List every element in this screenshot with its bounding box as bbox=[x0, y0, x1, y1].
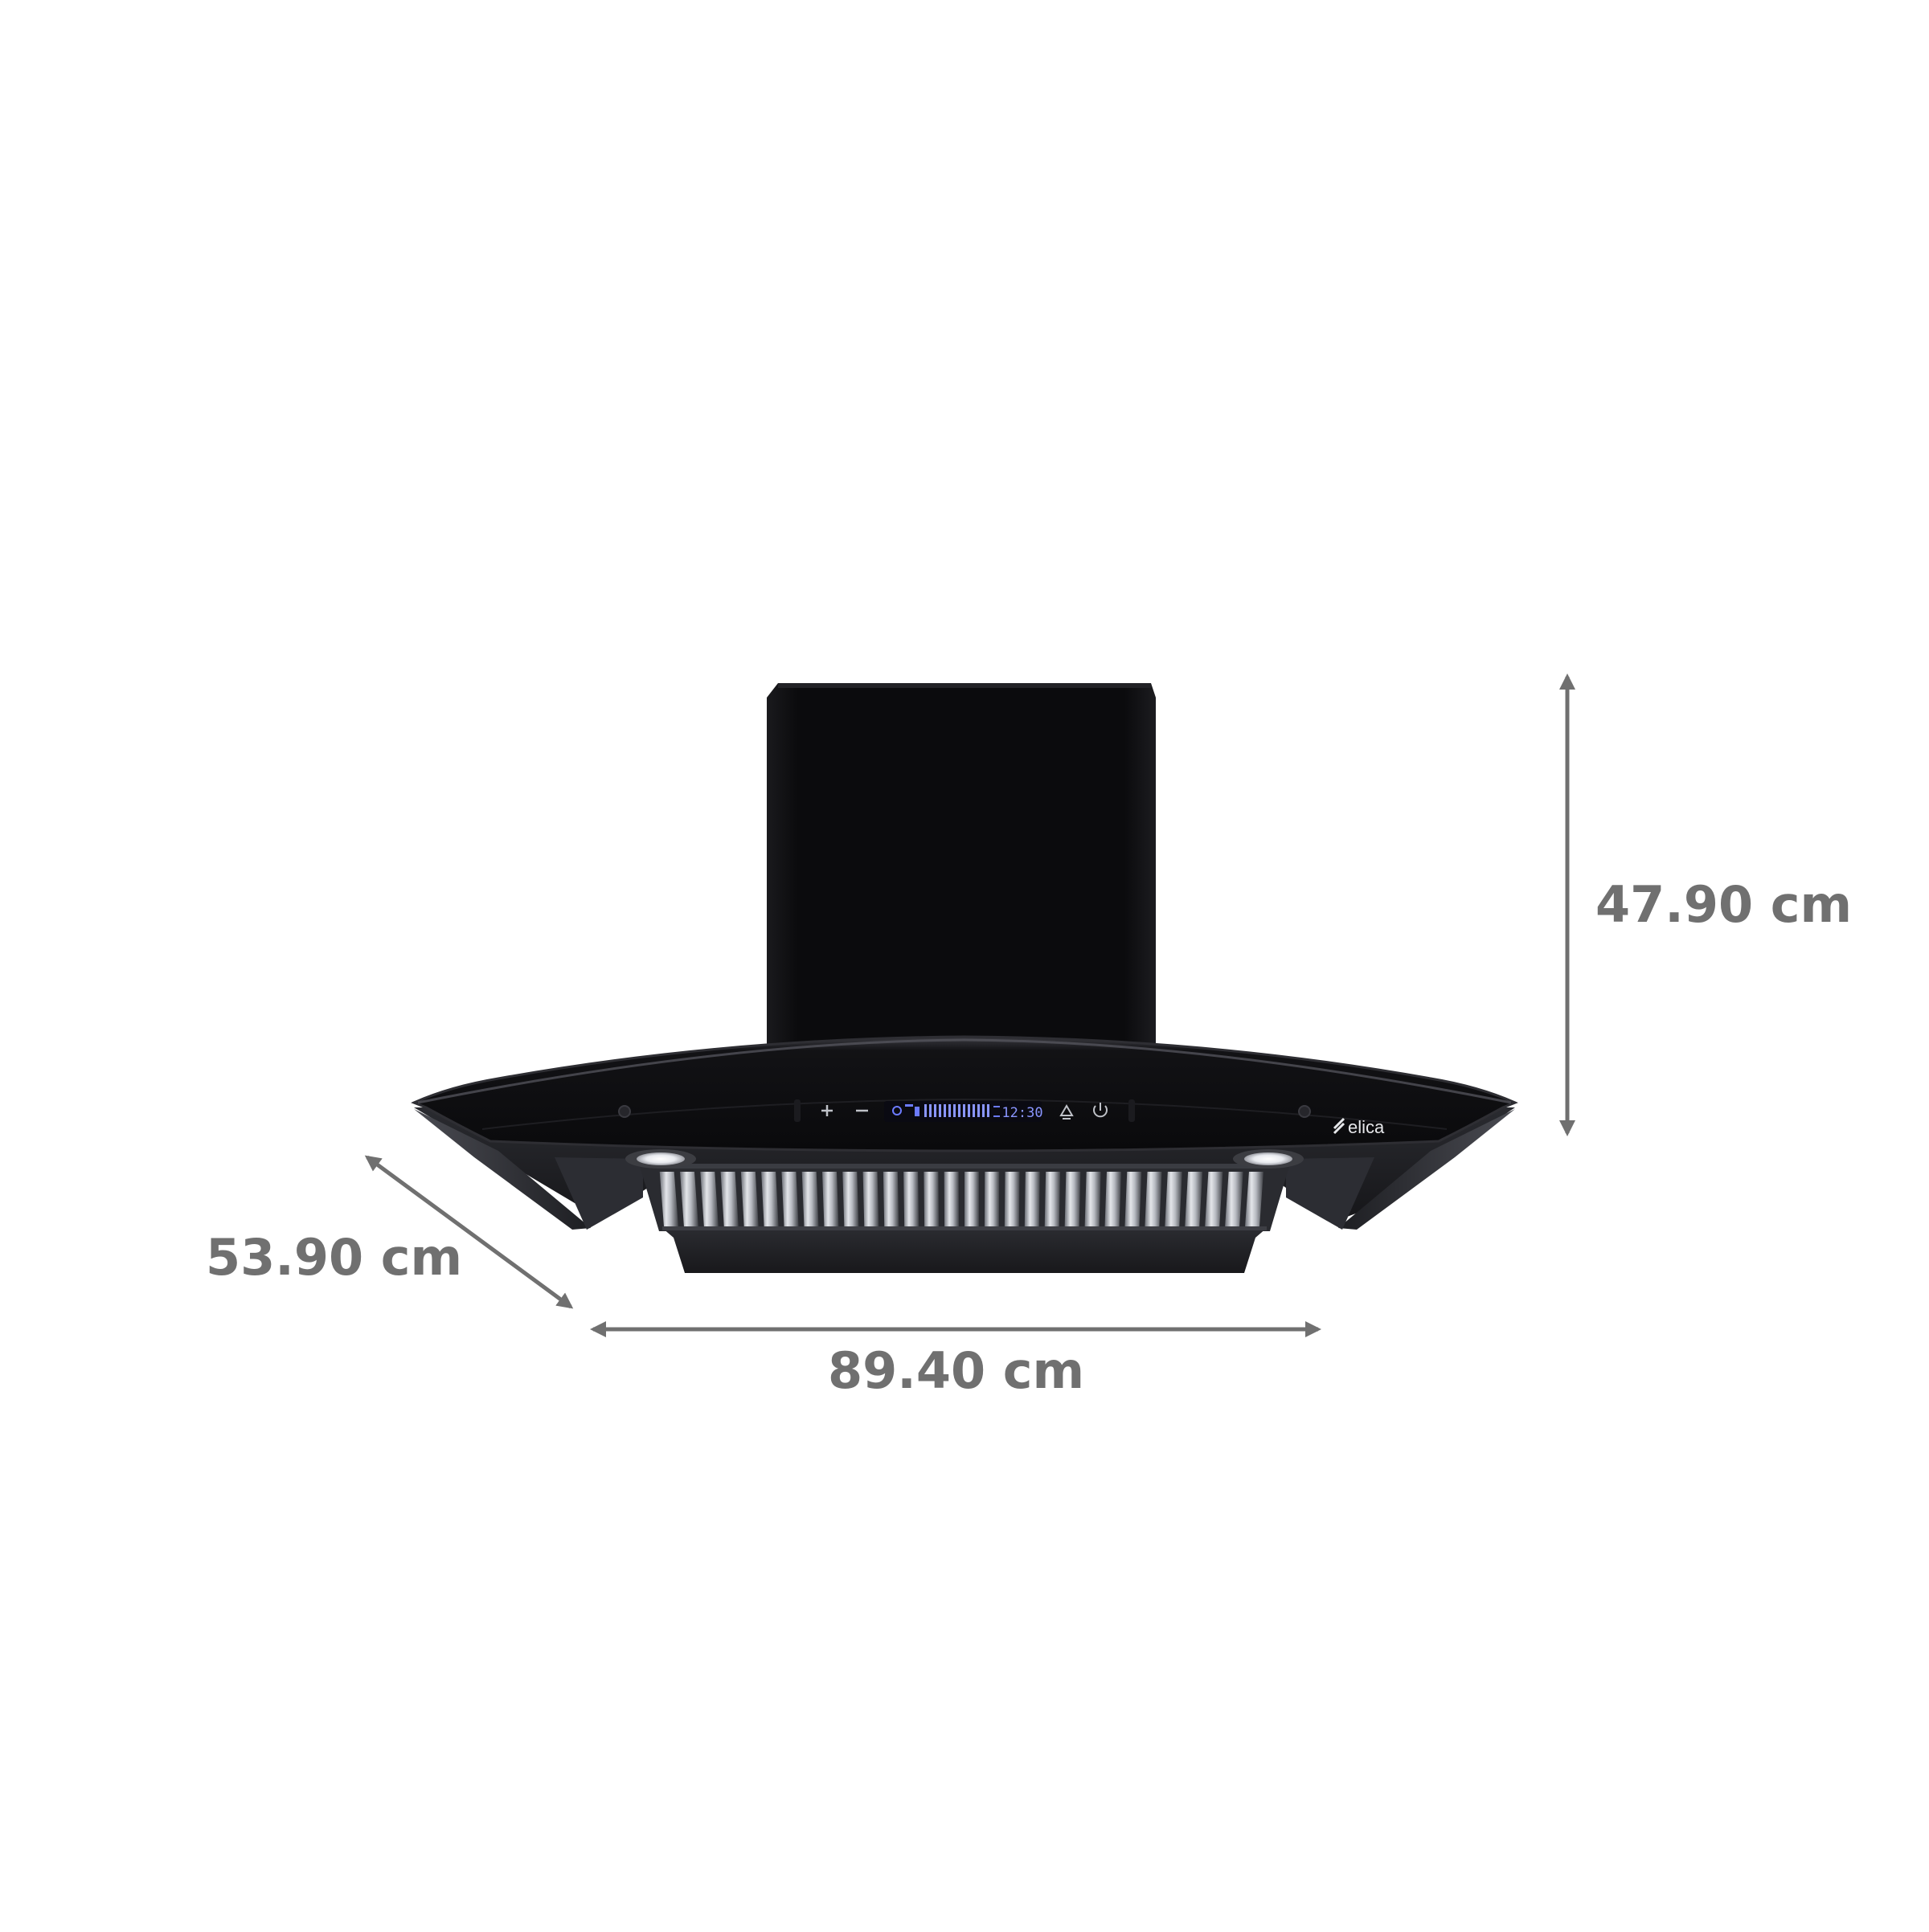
baffle-fin bbox=[842, 1172, 859, 1226]
baffle-fin bbox=[1004, 1172, 1020, 1226]
baffle-fin bbox=[659, 1172, 678, 1226]
display-time: 12:30 bbox=[1001, 1105, 1042, 1121]
baffle-fin bbox=[1205, 1172, 1223, 1226]
baffle-fin bbox=[680, 1172, 698, 1226]
width-label: 89.40 cm bbox=[828, 1341, 1085, 1400]
left-lamp bbox=[625, 1149, 696, 1169]
right-lamp bbox=[1233, 1149, 1304, 1169]
baffle-fin bbox=[964, 1172, 979, 1226]
baffle-fin bbox=[1064, 1172, 1081, 1226]
baffle-fin bbox=[1245, 1172, 1263, 1226]
baffle-fin bbox=[1225, 1172, 1243, 1226]
fan-icon bbox=[892, 1106, 902, 1115]
baffle-fin bbox=[720, 1172, 739, 1226]
baffle-fin bbox=[1084, 1172, 1101, 1226]
depth-arrow bbox=[364, 1155, 574, 1309]
baffle-filter bbox=[639, 1164, 1290, 1231]
lcd-display: 12:30 bbox=[884, 1101, 1043, 1122]
light-icon bbox=[1059, 1104, 1074, 1119]
baffle-fin bbox=[903, 1172, 919, 1226]
plus-icon bbox=[821, 1105, 833, 1116]
baffle-fins bbox=[659, 1172, 1263, 1226]
baffle-fin bbox=[781, 1172, 799, 1226]
brand-logo-text: elica bbox=[1348, 1117, 1385, 1137]
baffle-fin bbox=[761, 1172, 779, 1226]
baffle-fin bbox=[700, 1172, 719, 1226]
dimension-arrows bbox=[364, 673, 1575, 1337]
speed-bar-meter bbox=[924, 1104, 989, 1117]
baffle-fin bbox=[801, 1172, 819, 1226]
elica-logo: elica bbox=[1333, 1117, 1385, 1137]
curved-glass-panel bbox=[411, 1035, 1518, 1152]
brand-mark-icon bbox=[1333, 1117, 1345, 1135]
baffle-fin bbox=[924, 1172, 940, 1226]
baffle-fin bbox=[1145, 1172, 1162, 1226]
baffle-fin bbox=[862, 1172, 879, 1226]
control-panel: 12:30 elica bbox=[794, 1099, 1385, 1137]
baffle-fin bbox=[1165, 1172, 1182, 1226]
baffle-fin bbox=[883, 1172, 899, 1226]
baffle-fin bbox=[822, 1172, 839, 1226]
height-label: 47.90 cm bbox=[1595, 875, 1853, 934]
baffle-fin bbox=[944, 1172, 960, 1226]
baffle-fin bbox=[1124, 1172, 1142, 1226]
baffle-fin bbox=[1024, 1172, 1040, 1226]
baffle-fin bbox=[1044, 1172, 1061, 1226]
power-icon bbox=[1093, 1103, 1108, 1118]
baffle-fin bbox=[1185, 1172, 1203, 1226]
chimney bbox=[767, 683, 1156, 1045]
baffle-fin bbox=[984, 1172, 1000, 1226]
oil-tray bbox=[662, 1226, 1267, 1273]
baffle-fin bbox=[740, 1172, 759, 1226]
depth-label: 53.90 cm bbox=[206, 1228, 463, 1287]
lamps bbox=[625, 1149, 1304, 1169]
baffle-fin bbox=[1104, 1172, 1121, 1226]
